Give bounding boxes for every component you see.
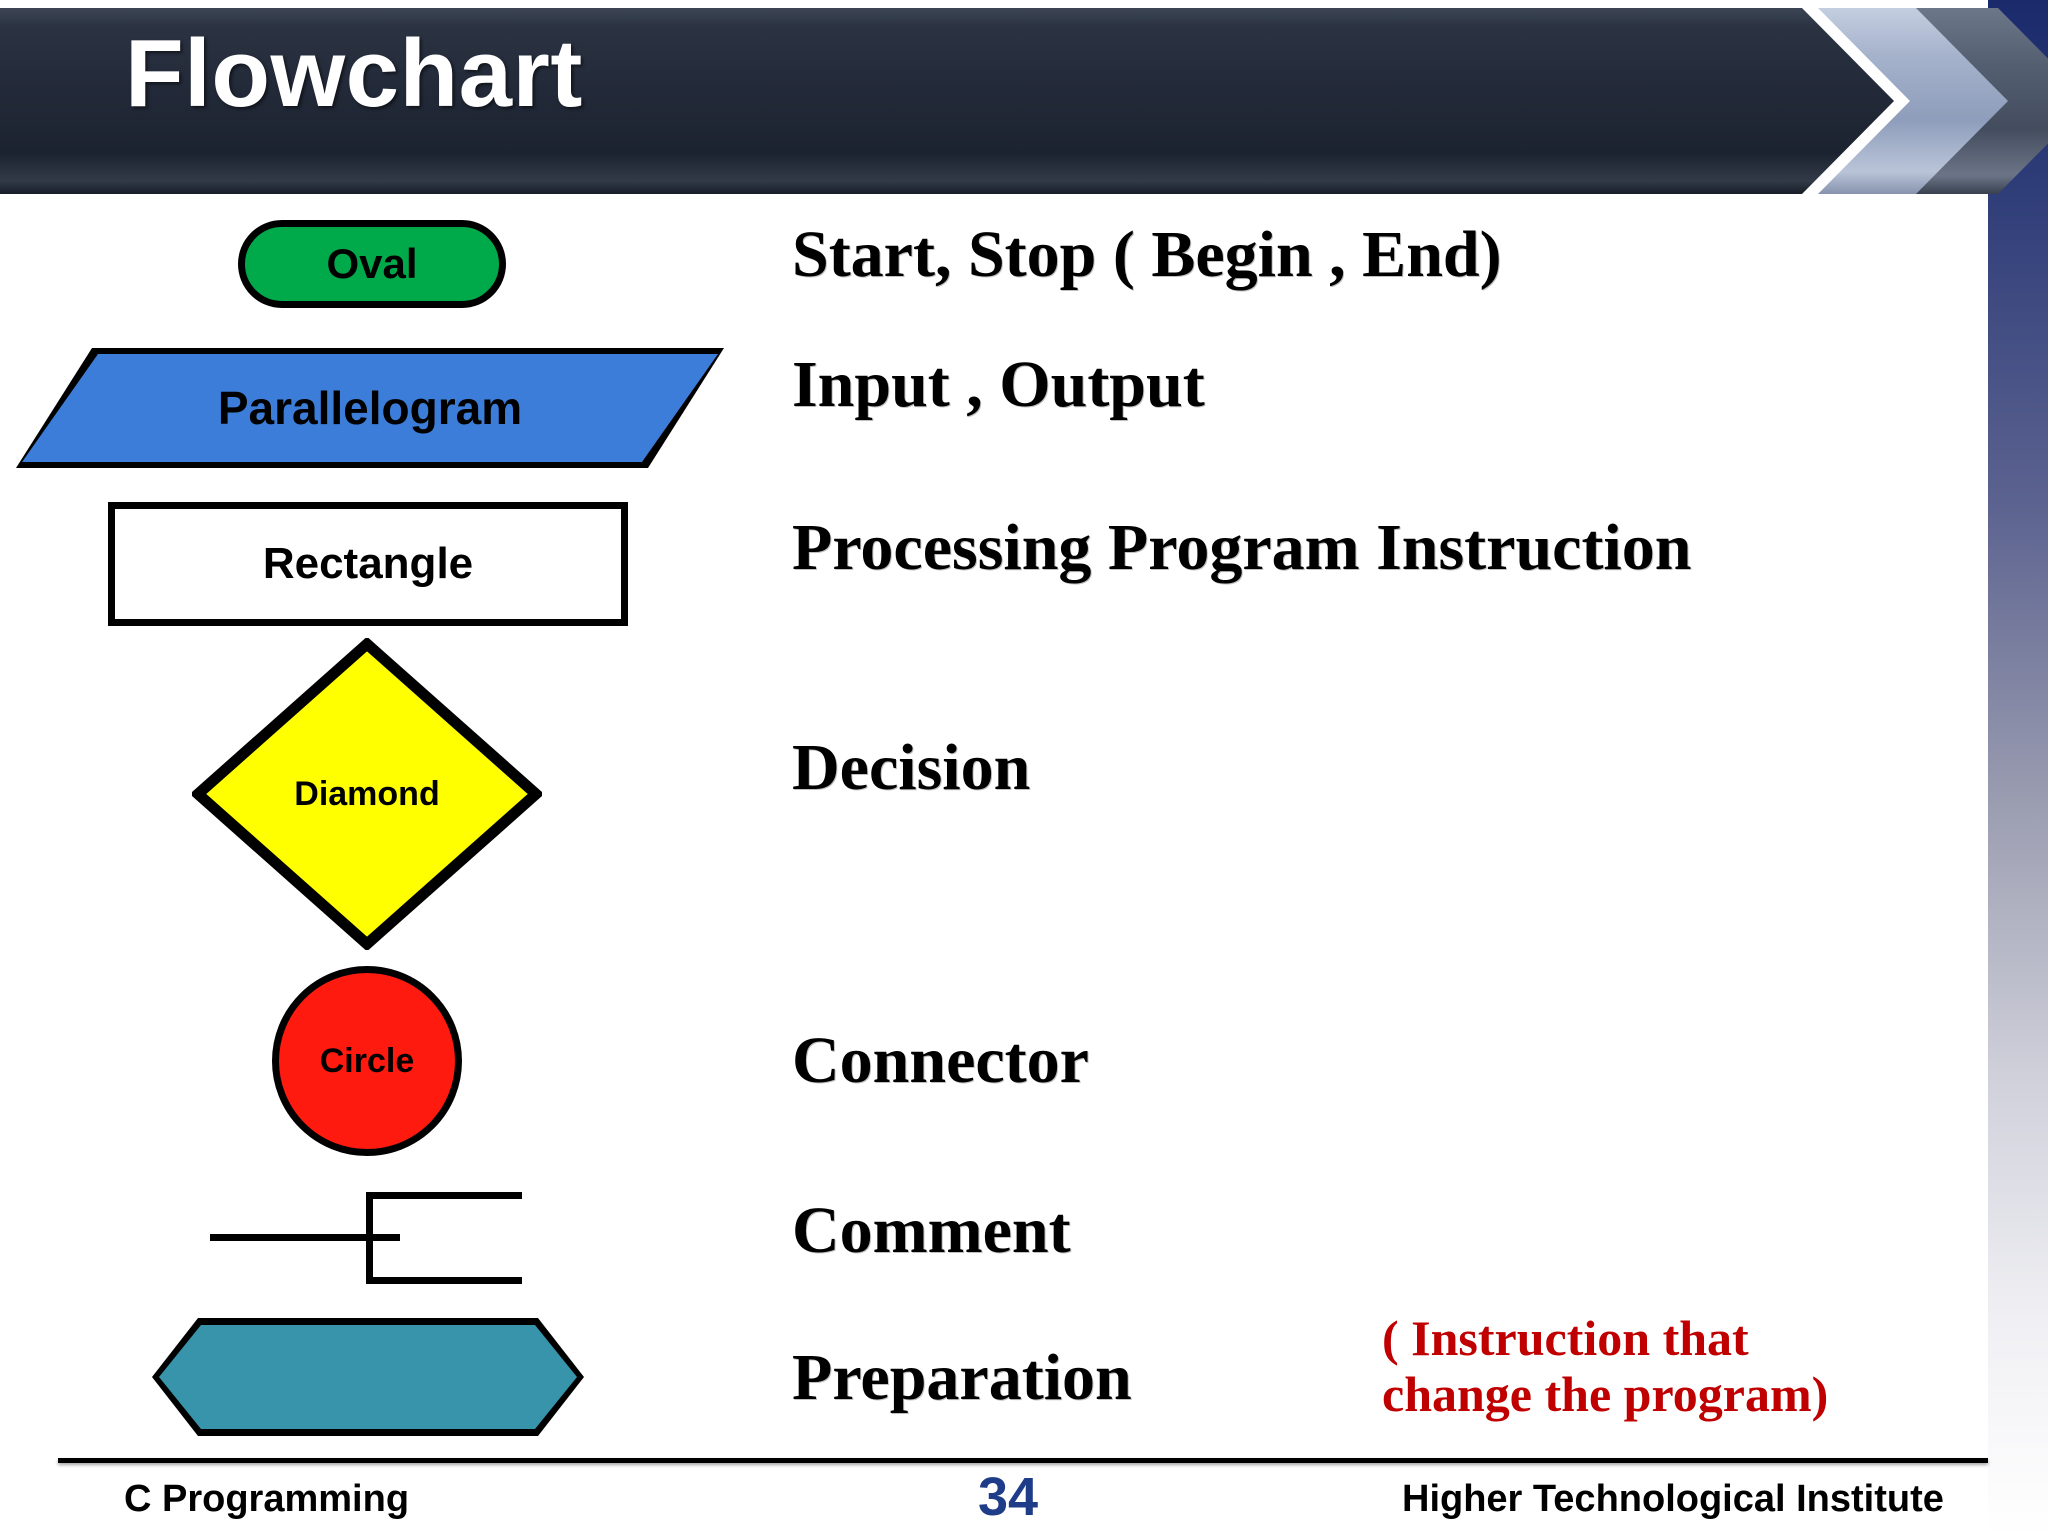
page-title: Flowchart (125, 20, 583, 127)
shape-parallelogram-label: Parallelogram (217, 382, 523, 434)
meaning-diamond: Decision (792, 731, 1031, 804)
shape-diamond-label: Diamond (294, 774, 440, 813)
meaning-parallelogram: Input , Output (792, 348, 1205, 421)
preparation-note: ( Instruction that change the program) (1382, 1310, 1828, 1422)
shape-preparation (159, 1325, 577, 1429)
header-banner (0, 8, 1894, 194)
diamond-svg (189, 636, 545, 952)
slide-header: Flowchart (0, 0, 2048, 210)
meaning-rectangle: Processing Program Instruction (792, 511, 1692, 584)
flowchart-shape-legend: Oval Parallelogram Rectangle Diamond Cir… (0, 0, 780, 1536)
comment-leader-line (210, 1234, 400, 1241)
footer-course-name: C Programming (124, 1478, 410, 1520)
preparation-note-line2: change the program) (1382, 1366, 1829, 1422)
right-edge-gradient-strip (1988, 0, 2048, 1536)
shape-comment (180, 1180, 560, 1300)
comment-vertical-bar (366, 1192, 373, 1284)
meaning-preparation: Preparation (792, 1341, 1132, 1414)
footer-institute: Higher Technological Institute (1402, 1478, 1944, 1520)
shape-rectangle (108, 502, 628, 626)
meaning-oval: Start, Stop ( Begin , End) (792, 218, 1502, 291)
shape-circle (272, 966, 462, 1156)
footer-page-number: 34 (978, 1467, 1039, 1527)
shape-rectangle-label: Rectangle (262, 539, 474, 588)
comment-top-line (366, 1192, 522, 1199)
preparation-note-line1: ( Instruction that (1382, 1310, 1749, 1366)
footer-divider (58, 1458, 1988, 1463)
shape-oval-label: Oval (326, 240, 418, 287)
meaning-comment: Comment (792, 1194, 1071, 1267)
shape-parallelogram (22, 354, 718, 462)
comment-bottom-line (366, 1277, 522, 1284)
shape-oval (238, 220, 506, 308)
shape-diamond (189, 636, 545, 952)
shape-circle-label: Circle (319, 1041, 415, 1080)
meaning-circle: Connector (792, 1024, 1089, 1097)
